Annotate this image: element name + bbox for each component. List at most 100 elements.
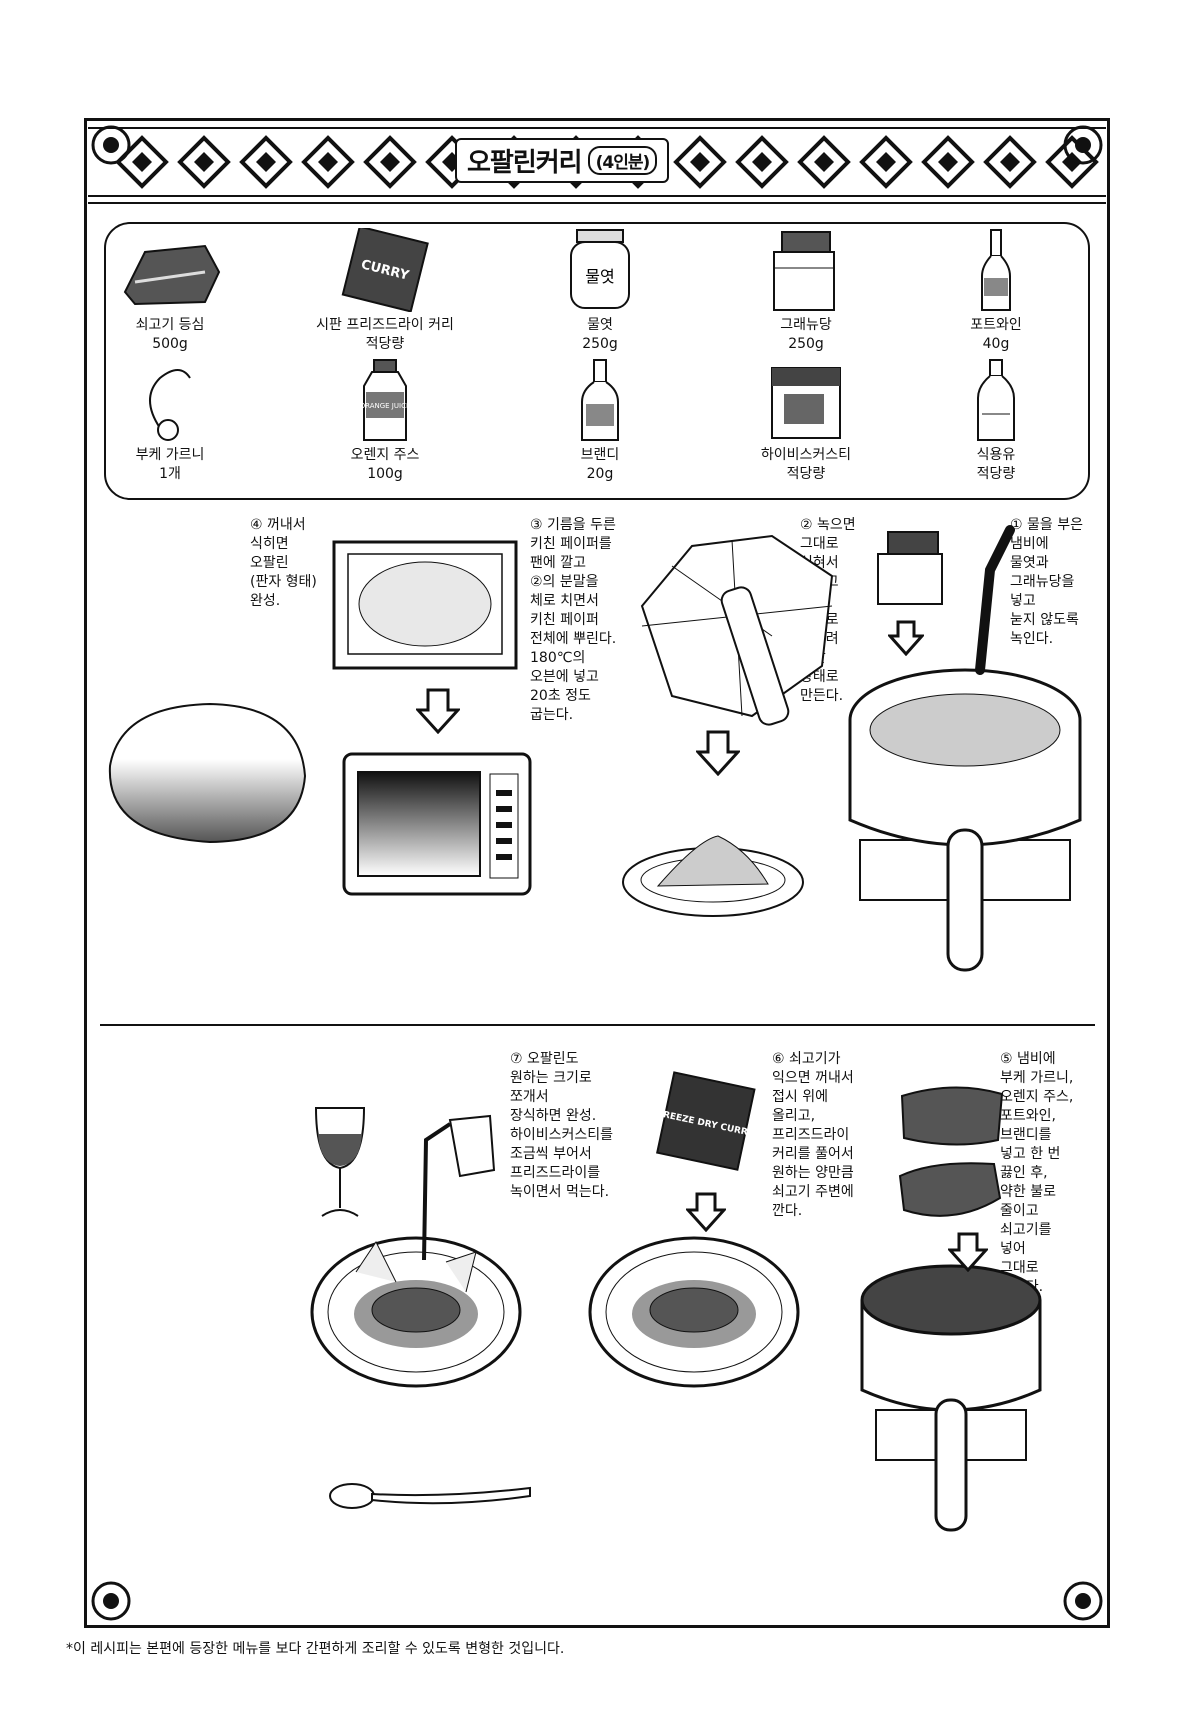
plated-opaline-curry-illustration [310,1236,522,1388]
step-4: ④ 꺼내서 식히면 오팔린 (판자 형태) 완성. [250,516,317,611]
ingredient-name: 오렌지 주스 [350,447,420,463]
banner-diamond-core [194,152,214,172]
bouquet-garni-icon [149,369,191,441]
ingredient-amount: 1개 [159,466,181,482]
banner-diamond-core [690,152,710,172]
curry-packet-illustration: FREEZE DRY CURRY [656,1071,756,1171]
syrup-jar-icon: 물엿 [570,229,630,309]
ingredient-sugar: 그래뉴당 250g [706,228,906,354]
title-text: 오팔린커리 [467,148,583,178]
ingredient-orange-juice: ORANGE JUICE 오렌지 주스 100g [285,358,485,484]
banner-diamond [735,135,789,189]
beef-icon [123,244,221,306]
ingredient-name: 물엿 [587,317,613,333]
arrow-down-icon [948,1232,988,1272]
step-number: ③ [530,517,543,533]
banner-diamond-core [1062,152,1082,172]
banner-diamond-core [876,152,896,172]
step-text: 오팔린도 원하는 크기로 쪼개서 장식하면 완성. 하이비스커스티를 조금씩 부… [510,1051,614,1200]
ingredient-name: 부케 가르니 [135,447,205,463]
powder-plate-illustration [622,835,804,917]
ingredient-amount: 적당량 [365,336,405,352]
step-text: 냄비에 부케 가르니, 오렌지 주스, 포트와인, 브랜디를 넣고 한 번 끓인… [1000,1051,1074,1295]
banner-diamond-core [752,152,772,172]
ingredient-amount: 250g [788,336,824,352]
ingredient-amount: 적당량 [786,466,826,482]
sugar-box-icon [773,231,835,311]
opaline-sheet-illustration [108,702,307,844]
corner-ornament-br-icon [1063,1581,1103,1621]
banner-diamond [363,135,417,189]
step-text: 기름을 두른 키친 페이퍼를 팬에 깔고 ②의 분말을 체로 치면서 키친 페이… [530,517,617,723]
banner-diamond [859,135,913,189]
banner-diamond-core [256,152,276,172]
step-number: ⑥ [772,1051,785,1067]
banner-diamond [177,135,231,189]
arrow-down-icon [416,688,460,734]
juice-bottle-icon: ORANGE JUICE [360,359,411,441]
banner-diamond-core [380,152,400,172]
oil-bottle-icon [977,359,1015,441]
arrow-down-icon [686,1192,726,1232]
banner-diamond-core [132,152,152,172]
svg-text:물엿: 물엿 [585,267,614,286]
ingredient-brandy: 브랜디 20g [500,358,700,484]
arrow-down-icon [696,730,740,776]
footnote: *이 레시피는 본편에 등장한 메뉴를 보다 간편하게 조리할 수 있도록 변형… [66,1641,565,1657]
banner-diamond-core [938,152,958,172]
step-1: ① 물을 부은 냄비에 물엿과 그래뉴당을 넣고 눋지 않도록 녹인다. [1010,516,1083,649]
sugar-box-illustration [877,531,943,605]
ingredient-name: 쇠고기 등심 [135,317,205,333]
plated-beef-illustration [588,1236,800,1388]
beef-steak-illustration [898,1086,1004,1217]
step-3: ③ 기름을 두른 키친 페이퍼를 팬에 깔고 ②의 분말을 체로 치면서 키친 … [530,516,616,725]
banner-diamond [921,135,975,189]
section-divider [100,1024,1095,1026]
ingredient-curry: CURRY 시판 프리즈드라이 커리 적당량 [285,228,485,354]
step-number: ② [800,517,813,533]
crushed-candy-illustration [640,534,834,726]
banner-diamond-core [814,152,834,172]
curry-pack-icon: CURRY [341,228,429,312]
pouring-stream-illustration [975,525,1015,675]
banner-diamond [797,135,851,189]
servings-badge: (4인분) [587,146,658,175]
ingredient-name: 브랜디 [580,447,620,463]
ingredient-hibiscus-tea: 하이비스커스티 적당량 [706,358,906,484]
step-number: ④ [250,517,263,533]
ingredient-name: 그래뉴당 [780,317,832,333]
ingredient-amount: 40g [982,336,1010,352]
banner-diamond [673,135,727,189]
step-number: ⑦ [510,1051,523,1067]
banner-diamond [301,135,355,189]
banner-diamond-core [318,152,338,172]
ingredient-cooking-oil: 식용유 적당량 [896,358,1096,484]
arrow-down-icon [888,620,924,656]
ingredient-bouquet-garni: 부케 가르니 1개 [70,358,270,484]
ingredient-name: 포트와인 [970,317,1022,333]
ingredients-panel [104,222,1090,500]
banner-diamond [239,135,293,189]
step-7: ⑦ 오팔린도 원하는 크기로 쪼개서 장식하면 완성. 하이비스커스티를 조금씩… [510,1050,613,1202]
tea-pitcher-illustration [422,1114,496,1261]
ingredient-amount: 250g [582,336,618,352]
step-text: 꺼내서 식히면 오팔린 (판자 형태) 완성. [250,517,317,609]
wine-glass-illustration [314,1107,366,1217]
step-number: ⑤ [1000,1051,1013,1067]
saucepan-syrup-illustration [848,668,1082,972]
svg-text:ORANGE JUICE: ORANGE JUICE [360,402,411,410]
ingredient-beef: 쇠고기 등심 500g [70,228,270,354]
step-6: ⑥ 쇠고기가 익으면 꺼내서 접시 위에 올리고, 프리즈드라이 커리를 풀어서… [772,1050,854,1221]
brandy-bottle-icon [581,359,619,441]
corner-ornament-tr-icon [1063,125,1103,165]
recipe-title: 오팔린커리 (4인분) [455,138,670,183]
step-text: 물을 부은 냄비에 물엿과 그래뉴당을 넣고 눋지 않도록 녹인다. [1010,517,1083,647]
step-5: ⑤ 냄비에 부케 가르니, 오렌지 주스, 포트와인, 브랜디를 넣고 한 번 … [1000,1050,1073,1297]
ingredient-port-wine: 포트와인 40g [896,228,1096,354]
ingredient-amount: 적당량 [976,466,1016,482]
corner-ornament-tl-icon [91,125,131,165]
banner-diamond [115,135,169,189]
banner-diamond [983,135,1037,189]
banner-diamond-core [1000,152,1020,172]
tea-box-icon [771,367,841,439]
